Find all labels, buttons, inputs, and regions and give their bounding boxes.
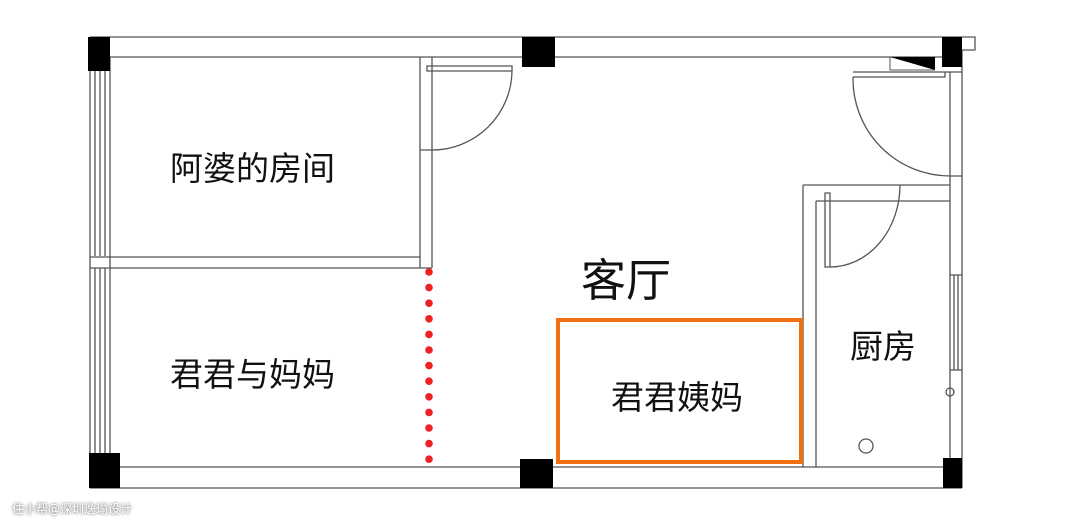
- entry-door: [852, 71, 962, 177]
- columns: [88, 37, 962, 488]
- divider-dot: [425, 377, 433, 386]
- column: [89, 453, 120, 488]
- kitchen-drain: [858, 438, 874, 454]
- divider-dot: [425, 283, 433, 292]
- watermark: 住小帮@深圳逸瑜设计: [12, 502, 133, 516]
- divider-dot: [425, 315, 433, 323]
- column: [943, 458, 962, 488]
- divider-dot: [425, 439, 433, 448]
- kitchen-pipe: [945, 387, 955, 397]
- column: [88, 37, 110, 71]
- room-label-grandma: 阿婆的房间: [170, 149, 335, 188]
- highlight-room-box: [556, 318, 803, 464]
- column: [942, 37, 962, 67]
- grandma-door: [426, 65, 513, 151]
- kitchen-window: [950, 274, 962, 371]
- column: [522, 37, 555, 67]
- divider-dot: [425, 330, 433, 339]
- divider-dot: [425, 268, 433, 276]
- divider-dot: [425, 346, 433, 354]
- divider-dot: [425, 424, 433, 432]
- room-label-junjun-mom: 君君与妈妈: [170, 355, 335, 394]
- red-divider-dotted-line: [425, 268, 433, 464]
- right-wall: [949, 50, 963, 488]
- divider-dot: [425, 455, 433, 464]
- left-wall: [89, 37, 111, 488]
- divider-dot: [425, 408, 433, 417]
- divider-dot: [425, 361, 433, 370]
- bedroom-divider-wall: [90, 256, 432, 269]
- divider-dot: [425, 299, 433, 308]
- kitchen-door: [824, 184, 901, 268]
- grandma-room-wall: [419, 57, 433, 268]
- room-label-living: 客厅: [581, 254, 672, 307]
- entry-door-wedge: [890, 57, 935, 70]
- room-label-junjun-aunt: 君君姨妈: [611, 378, 743, 417]
- room-label-kitchen: 厨房: [850, 327, 916, 366]
- divider-dot: [425, 393, 433, 401]
- column: [520, 459, 553, 488]
